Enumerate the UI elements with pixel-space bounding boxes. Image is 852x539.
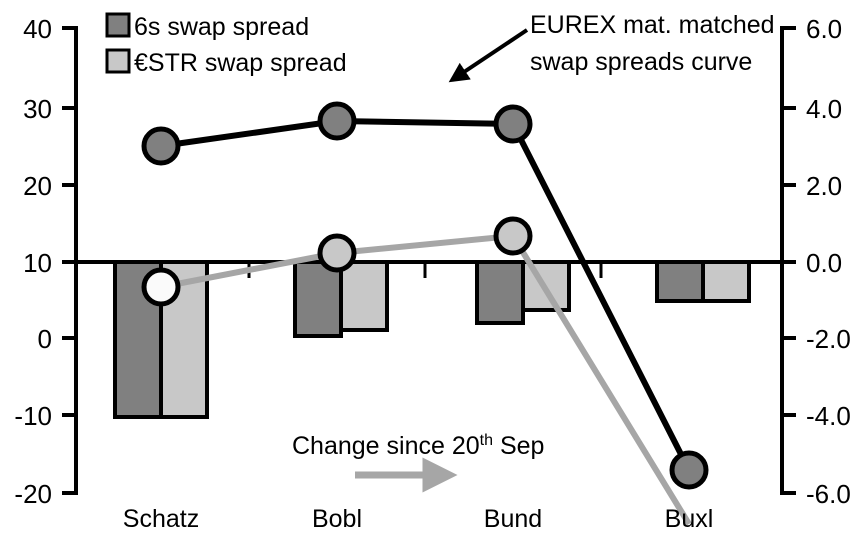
callout-line-2: swap spreads curve — [530, 48, 752, 76]
right-tick-label-6: 6.0 — [806, 14, 842, 44]
right-axis: 6.0 4.0 2.0 0.0 -2.0 -4.0 -6.0 — [780, 14, 851, 509]
legend-item-estr-swap-spread: €STR swap spread — [105, 48, 347, 77]
legend-item-6s-swap-spread: 6s swap spread — [105, 12, 309, 41]
right-tick-label-neg4: -4.0 — [806, 401, 851, 431]
left-tick-label-neg20: -20 — [14, 479, 52, 509]
left-tick-label-10: 10 — [23, 248, 52, 278]
marker-change-bobl — [317, 233, 357, 273]
change-note-suffix-space — [493, 432, 500, 460]
bar-6s-bund — [475, 260, 525, 325]
annotation-change-note: Change since 20th Sep — [292, 432, 544, 493]
change-note-text: Change since 20th Sep — [292, 432, 544, 460]
bar-6s-bobl — [293, 260, 343, 338]
marker-change-bund — [493, 216, 533, 256]
annotation-eurex-callout: EUREX mat. matched swap spreads curve — [448, 11, 775, 83]
line-series-eurex-matched-curve — [141, 101, 709, 490]
right-tick-label-2: 2.0 — [806, 171, 842, 201]
bar-6s-buxl — [655, 260, 705, 303]
change-note-suffix: Sep — [500, 432, 544, 460]
right-tick-label-0: 0.0 — [806, 248, 842, 278]
left-tick-label-20: 20 — [23, 171, 52, 201]
change-note-superscript: th — [480, 432, 493, 449]
left-axis: 40 30 20 10 0 -10 -20 — [14, 14, 78, 509]
left-tick-label-30: 30 — [23, 94, 52, 124]
marker-eurex-buxl — [669, 450, 709, 490]
chart-legend: 6s swap spread €STR swap spread — [105, 12, 347, 77]
marker-eurex-bobl — [317, 101, 357, 141]
marker-change-schatz — [141, 267, 181, 307]
change-note-prefix: Change since 20 — [292, 432, 480, 460]
left-tick-label-neg10: -10 — [14, 401, 52, 431]
bar-series-estr-swap-spread — [159, 260, 751, 419]
bar-estr-bobl — [339, 260, 389, 332]
category-label-bund: Bund — [484, 505, 542, 533]
marker-eurex-bund — [493, 104, 533, 144]
legend-label-estr: €STR swap spread — [134, 49, 347, 77]
callout-arrow-icon — [448, 28, 529, 83]
callout-line-1: EUREX mat. matched — [530, 11, 775, 39]
category-label-schatz: Schatz — [123, 505, 199, 533]
legend-label-6s: 6s swap spread — [134, 13, 309, 41]
legend-swatch-estr — [105, 48, 131, 74]
category-labels: Schatz Bobl Bund Buxl — [123, 505, 714, 533]
marker-eurex-schatz — [141, 126, 181, 166]
right-tick-label-neg2: -2.0 — [806, 324, 851, 354]
left-tick-label-40: 40 — [23, 14, 52, 44]
category-label-bobl: Bobl — [312, 505, 362, 533]
category-label-buxl: Buxl — [665, 505, 714, 533]
right-tick-label-4: 4.0 — [806, 94, 842, 124]
bar-estr-buxl — [701, 260, 751, 303]
legend-swatch-6s — [105, 12, 131, 38]
left-tick-label-0: 0 — [38, 324, 52, 354]
right-tick-label-neg6: -6.0 — [806, 479, 851, 509]
bar-estr-schatz — [159, 260, 209, 419]
line-series-change-since-sep — [141, 216, 692, 526]
